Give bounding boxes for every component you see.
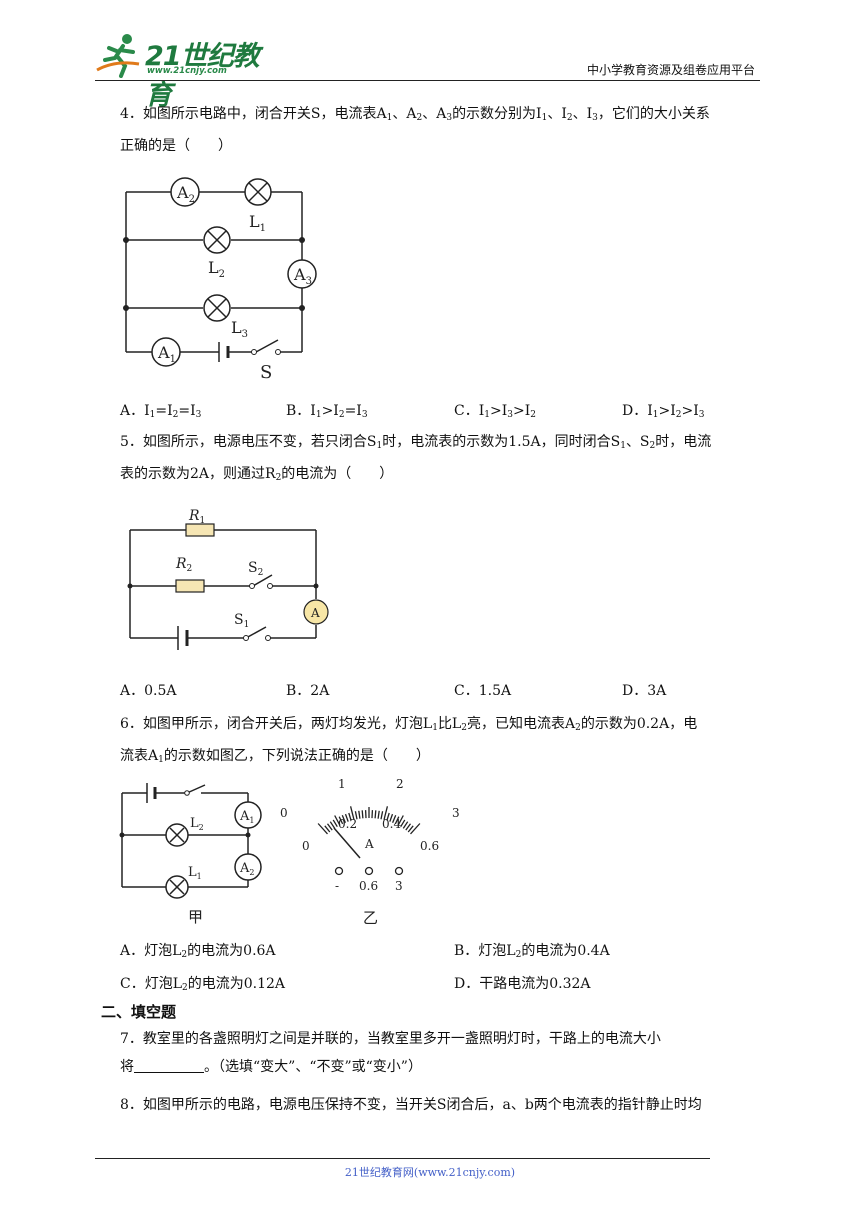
dial-tick: [377, 810, 380, 819]
ammeter-needle: [333, 827, 361, 859]
q5-option-a[interactable]: A．0.5A: [120, 683, 177, 699]
dial-tick: [354, 811, 358, 820]
logo-text: 21世纪教育: [145, 41, 260, 111]
dial-tick: [380, 811, 384, 820]
dial-tick: [405, 823, 412, 831]
q4-option-a[interactable]: A．I1=I2=I3: [120, 403, 202, 420]
q6-lamp-l1-label: L1: [188, 865, 202, 881]
dial-tick: [397, 815, 404, 826]
site-logo: 21世纪教育 www.21cnjy.com: [95, 30, 265, 111]
q4-ammeter-a3-label: A3: [293, 265, 312, 287]
dial-tick: [389, 813, 394, 822]
dial-tick: [338, 816, 344, 825]
q6-stem: 6．如图甲所示，闭合开关后，两灯均发光，灯泡L1比L2亮，已知电流表A2的示数为…: [120, 716, 698, 765]
q6-option-a[interactable]: A．灯泡L2的电流为0.6A: [120, 943, 276, 960]
q5-circuit-diagram: R1 R2 S2 S1 A: [127, 508, 329, 650]
q4-lamp-l1-label: L1: [249, 212, 266, 234]
q4-lamp-l3-label: L3: [231, 318, 248, 340]
q5-s1-label: S1: [234, 612, 249, 630]
q6-lamp-l2-label: L2: [190, 816, 204, 832]
q5-s2-label: S2: [248, 560, 263, 578]
q8-stem: 8．如图甲所示的电路，电源电压保持不变，当开关S闭合后，a、b两个电流表的指针静…: [120, 1097, 702, 1113]
q4-lamp-l2-label: L2: [208, 258, 225, 280]
dial-tick: [383, 806, 389, 820]
dial-tick: [349, 806, 355, 820]
q5-ammeter-label: A: [310, 606, 320, 620]
dial-tick: [334, 815, 341, 826]
q4-stem: 4．如图所示电路中，闭合开关S，电流表A1、A2、A3的示数分别为I1、I2、I…: [120, 106, 710, 154]
dial-tick: [392, 815, 397, 823]
q6-circuit-jia: A1 A2 L2 L1 甲: [119, 783, 262, 926]
dial-tick: [400, 819, 406, 828]
dial-tick: [358, 810, 361, 819]
logo-url: www.21cnjy.com: [147, 66, 227, 76]
q6-option-b[interactable]: B．灯泡L2的电流为0.4A: [454, 943, 610, 960]
q4-option-b[interactable]: B．I1>I2=I3: [286, 403, 368, 420]
dial-tick: [348, 812, 352, 821]
dial-tick: [341, 815, 346, 823]
dial-tick: [324, 825, 331, 833]
dial-tick: [326, 823, 333, 831]
dial-tick: [317, 823, 328, 835]
dial-tick: [386, 812, 390, 821]
dial-tick: [332, 819, 338, 828]
q7-answer-blank[interactable]: [134, 1056, 204, 1073]
q6-ammeter-a1-label: A1: [239, 809, 254, 825]
q6-ammeter-dial-yi: 0 1 2 3 0 0.2 0.4 0.6 A - 0.6 3 乙: [280, 777, 460, 927]
q5-option-d[interactable]: D．3A: [622, 683, 667, 699]
q6-figure-yi-caption: 乙: [363, 909, 378, 927]
terminal-0-6: 0.6: [359, 879, 378, 893]
dial-bottom-scale-1: 0.2: [338, 817, 357, 831]
dial-bottom-scale-3: 0.6: [420, 839, 439, 853]
terminal-3: 3: [395, 879, 403, 893]
q4-option-c[interactable]: C．I1>I3>I2: [454, 403, 536, 420]
q6-ammeter-a2-label: A2: [239, 861, 254, 877]
dial-tick: [410, 823, 421, 835]
q5-r2-label: R2: [175, 556, 192, 574]
q5-stem: 5．如图所示，电源电压不变，若只闭合S1时，电流表的示数为1.5A，同时闭合S1…: [120, 434, 712, 483]
dial-tick: [394, 816, 400, 825]
q7-stem: 7．教室里的各盏照明灯之间是并联的，当教室里多开一盏照明灯时，干路上的电流大小将…: [120, 1031, 661, 1075]
footer-divider: [95, 1158, 710, 1159]
q6-figure-jia-caption: 甲: [188, 908, 203, 926]
dial-tick: [407, 825, 414, 833]
dial-tick: [361, 810, 364, 819]
q5-option-b[interactable]: B．2A: [286, 683, 330, 699]
q4-ammeter-a2-label: A2: [176, 183, 195, 205]
dial-bottom-scale-0: 0: [302, 839, 310, 853]
footer-text: 21世纪教育网(www.21cnjy.com): [344, 1166, 516, 1179]
q4-circuit-diagram: A2 A3 A1 L1 L2 L3 S: [123, 177, 317, 383]
dial-top-scale-1: 1: [338, 777, 346, 791]
q6-option-c[interactable]: C．灯泡L2的电流为0.12A: [120, 976, 286, 993]
dial-bottom-scale-2: 0.4: [382, 817, 401, 831]
runner-logo-icon: [96, 34, 140, 78]
q4-option-d[interactable]: D．I1>I2>I3: [622, 403, 705, 420]
q4-switch-label: S: [260, 362, 272, 383]
terminal-negative: -: [335, 879, 339, 893]
q5-r1-label: R1: [188, 508, 205, 526]
q6-option-d[interactable]: D．干路电流为0.32A: [454, 976, 591, 992]
header-divider: [95, 80, 760, 81]
q5-option-c[interactable]: C．1.5A: [454, 683, 512, 699]
dial-tick: [344, 813, 349, 822]
section-heading-fill-blank: 二、填空题: [101, 1003, 177, 1021]
dial-unit: A: [364, 837, 374, 851]
dial-tick: [402, 821, 409, 829]
dial-top-scale-0: 0: [280, 806, 288, 820]
dial-top-scale-3: 3: [452, 806, 460, 820]
header-platform-text: 中小学教育资源及组卷应用平台: [586, 63, 755, 77]
dial-top-scale-2: 2: [396, 777, 404, 791]
q4-ammeter-a1-label: A1: [157, 343, 176, 365]
dial-tick: [329, 821, 336, 829]
dial-tick: [374, 810, 377, 819]
